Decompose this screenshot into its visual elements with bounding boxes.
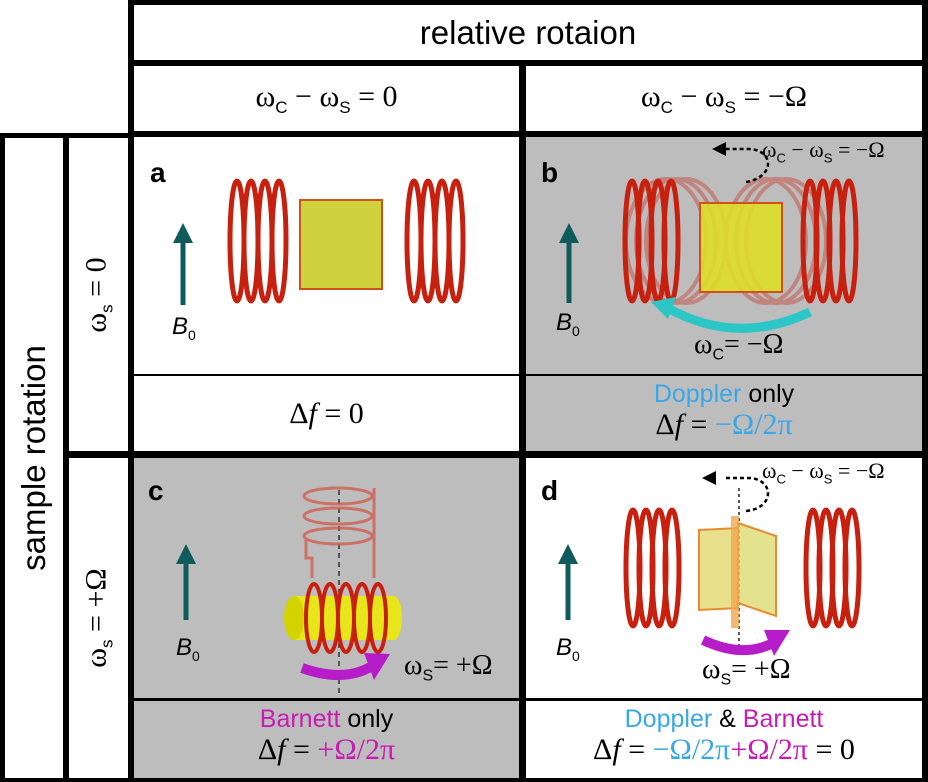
panel-c-illustration [176, 486, 402, 696]
left-coil-icon [622, 178, 681, 304]
sample-block-icon [699, 202, 783, 293]
row-group-title-text: sample rotation [15, 345, 52, 571]
relative-rotation-arrow-icon [712, 142, 770, 184]
panel-d-result: Doppler & Barnett Δf = −Ω/2π+Ω/2π = 0 [526, 701, 922, 778]
panel-d-illustration [558, 471, 862, 656]
panel-d: d ωC − ωS = −Ω B0 [526, 458, 922, 698]
column-header-1-expr: ωC − ωS = −Ω [640, 79, 808, 117]
panel-b-coil-rotation: ωC= −Ω [694, 329, 784, 364]
column-header-0-expr: ωC − ωS = 0 [255, 79, 398, 117]
panel-c-label: c [148, 475, 164, 506]
panel-a-delta-f: Δf = 0 [289, 396, 364, 430]
panel-a-label: a [150, 157, 166, 188]
row-header-0: ωs = 0 [69, 138, 128, 451]
panel-d-effect: Doppler & Barnett [624, 705, 824, 733]
panel-b-label: b [541, 157, 559, 188]
right-coil-icon [800, 178, 859, 304]
panel-c-field-label: B0 [176, 634, 200, 664]
row-header-0-expr: ωs = 0 [79, 256, 117, 333]
panel-a-illustration [173, 178, 466, 305]
panel-d-delta-f: Δf = −Ω/2π+Ω/2π = 0 [593, 733, 855, 766]
sample-rotation-arrow-icon [300, 653, 390, 681]
panel-a-result: Δf = 0 [134, 376, 519, 451]
panel-c-delta-f: Δf = +Ω/2π [257, 733, 396, 766]
column-header-1: ωC − ωS = −Ω [526, 66, 922, 131]
panel-c-result: Barnett only Δf = +Ω/2π [134, 701, 519, 778]
right-coil-icon [404, 178, 466, 304]
sample-block-icon [299, 199, 383, 290]
panel-b-effect: Doppler only [653, 380, 795, 408]
sample-rotation-arrow-icon [700, 630, 790, 656]
panel-a-field-label: B0 [172, 313, 196, 343]
panel-d-relative-rotation: ωC − ωS = −Ω [762, 458, 885, 487]
b0-arrow-icon [173, 223, 193, 305]
right-coil-icon [803, 507, 862, 629]
cylinder-sample-icon [284, 596, 402, 640]
left-coil-icon [623, 507, 682, 629]
relative-rotation-arrow-icon [702, 471, 770, 513]
panel-b-result: Doppler only Δf = −Ω/2π [526, 376, 922, 451]
column-group-title: relative rotaion [134, 5, 922, 60]
lead-coil-icon [302, 486, 376, 578]
b0-arrow-icon [558, 544, 578, 620]
column-header-0: ωC − ωS = 0 [134, 66, 519, 131]
panel-b-field-label: B0 [556, 309, 580, 339]
b0-arrow-icon [176, 544, 196, 620]
panel-b: b ωC − ωS = −Ω [526, 137, 922, 374]
row-group-title: sample rotation [5, 138, 63, 778]
panel-d-label: d [541, 475, 559, 506]
left-coil-icon [227, 178, 289, 304]
panel-b-relative-rotation: ωC − ωS = −Ω [762, 137, 885, 166]
panel-a: a B0 [134, 137, 519, 374]
panel-b-illustration [559, 142, 859, 333]
row-header-1: ωs = +Ω [69, 458, 128, 778]
rotating-sample-plates-icon [698, 516, 777, 628]
panel-c: c B0 ωS= +Ω [134, 458, 519, 698]
panel-d-field-label: B0 [556, 634, 580, 664]
column-group-title-text: relative rotaion [419, 13, 637, 51]
panel-d-sample-rotation: ωS= +Ω [702, 654, 791, 689]
coil-rotation-arrow-icon [651, 297, 812, 333]
sample-coil-icon [304, 582, 388, 654]
panel-b-delta-f: Δf = −Ω/2π [655, 408, 793, 441]
b0-arrow-icon [559, 223, 579, 303]
panel-c-effect: Barnett only [259, 705, 394, 733]
row-header-1-expr: ωs = +Ω [79, 568, 117, 668]
panel-c-sample-rotation: ωS= +Ω [404, 650, 493, 685]
